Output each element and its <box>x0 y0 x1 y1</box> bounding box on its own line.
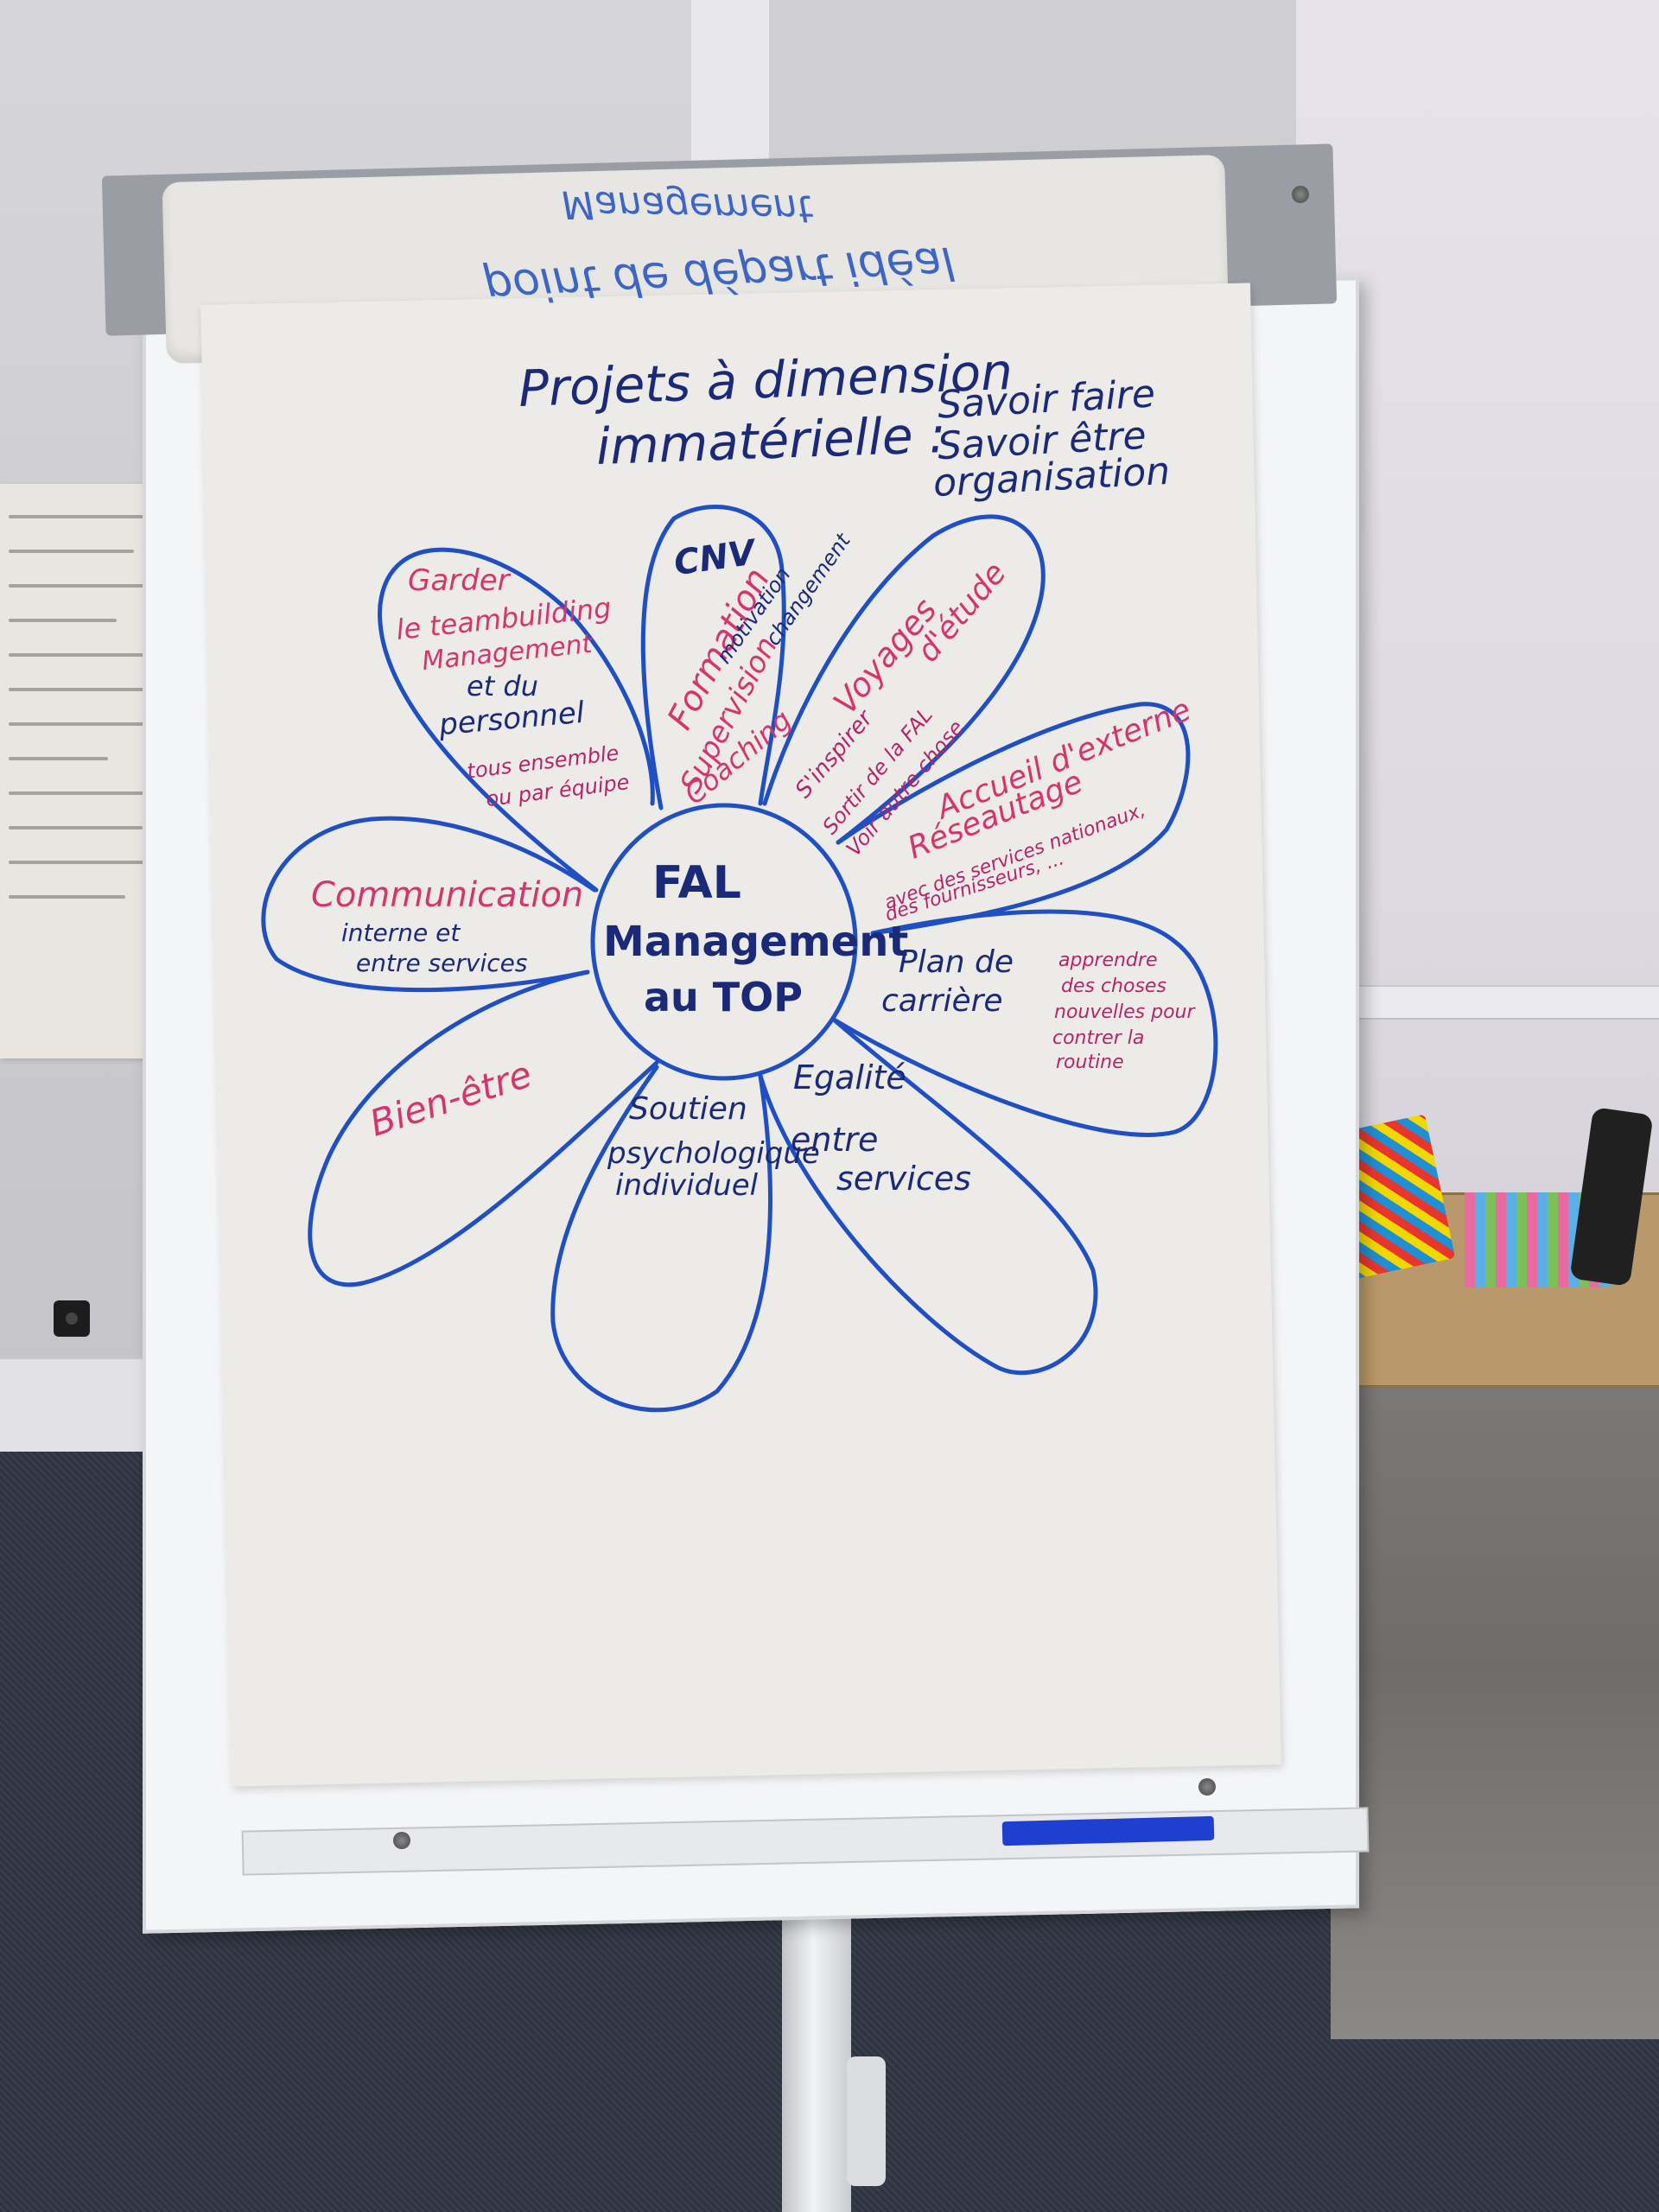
title-line2: immatérielle : <box>594 404 947 477</box>
carriere-note2: des choses <box>1061 976 1166 997</box>
center-au-top: au TOP <box>644 974 803 1020</box>
communication-sub2: entre services <box>356 949 528 977</box>
screw <box>1198 1778 1216 1796</box>
egalite-line3: services <box>836 1160 971 1198</box>
poster-scribble <box>9 895 125 899</box>
carriere-note5: routine <box>1056 1052 1124 1073</box>
poster-scribble <box>9 757 108 760</box>
side-table <box>1331 1296 1659 2039</box>
soutien-line2: psychologique <box>607 1136 820 1171</box>
communication-sub1: interne et <box>341 918 461 947</box>
screw <box>1292 186 1309 203</box>
petal-soutien <box>550 1065 773 1413</box>
petal-formation <box>640 505 786 810</box>
poster-scribble <box>9 826 143 830</box>
garder-line1: Garder <box>408 563 510 598</box>
egalite-line2: entre <box>791 1121 879 1159</box>
chair-rail <box>1326 985 1659 1020</box>
carriere-note3: nouvelles pour <box>1054 1001 1195 1023</box>
petal-voyages <box>762 514 1046 845</box>
poster-scribble <box>9 515 174 518</box>
poster-scribble <box>9 722 174 726</box>
petal-communication <box>261 816 597 993</box>
soutien-line1: Soutien <box>629 1091 747 1127</box>
carriere-main1: Plan de <box>899 944 1014 980</box>
poster-scribble <box>9 791 174 795</box>
wall-outlet <box>54 1300 90 1337</box>
petal-carriere <box>831 909 1218 1137</box>
petal-bienetre <box>308 969 659 1287</box>
communication-label: Communication <box>311 875 584 915</box>
poster-scribble <box>9 619 117 622</box>
poster-scribble <box>9 688 151 691</box>
poster-scribble <box>9 550 134 553</box>
carriere-note4: contrer la <box>1052 1027 1145 1049</box>
easel-leg <box>782 1875 851 2212</box>
carriere-note1: apprendre <box>1058 950 1158 971</box>
soutien-line3: individuel <box>615 1168 759 1203</box>
garder-sub1: et du <box>467 670 538 702</box>
poster-scribble <box>9 653 174 657</box>
flower-center-circle <box>590 803 858 1081</box>
center-fal: FAL <box>652 857 741 909</box>
egalite-line1: Egalité <box>793 1058 906 1096</box>
carriere-main2: carrière <box>881 983 1003 1019</box>
poster-scribble <box>9 861 174 864</box>
petal-egalite <box>758 1017 1098 1376</box>
petal-garder <box>378 547 655 893</box>
screw <box>393 1832 410 1849</box>
poster-scribble <box>9 584 174 588</box>
petal-accueil <box>836 702 1191 936</box>
easel-foot <box>847 2056 886 2186</box>
center-management: Management <box>603 918 909 966</box>
